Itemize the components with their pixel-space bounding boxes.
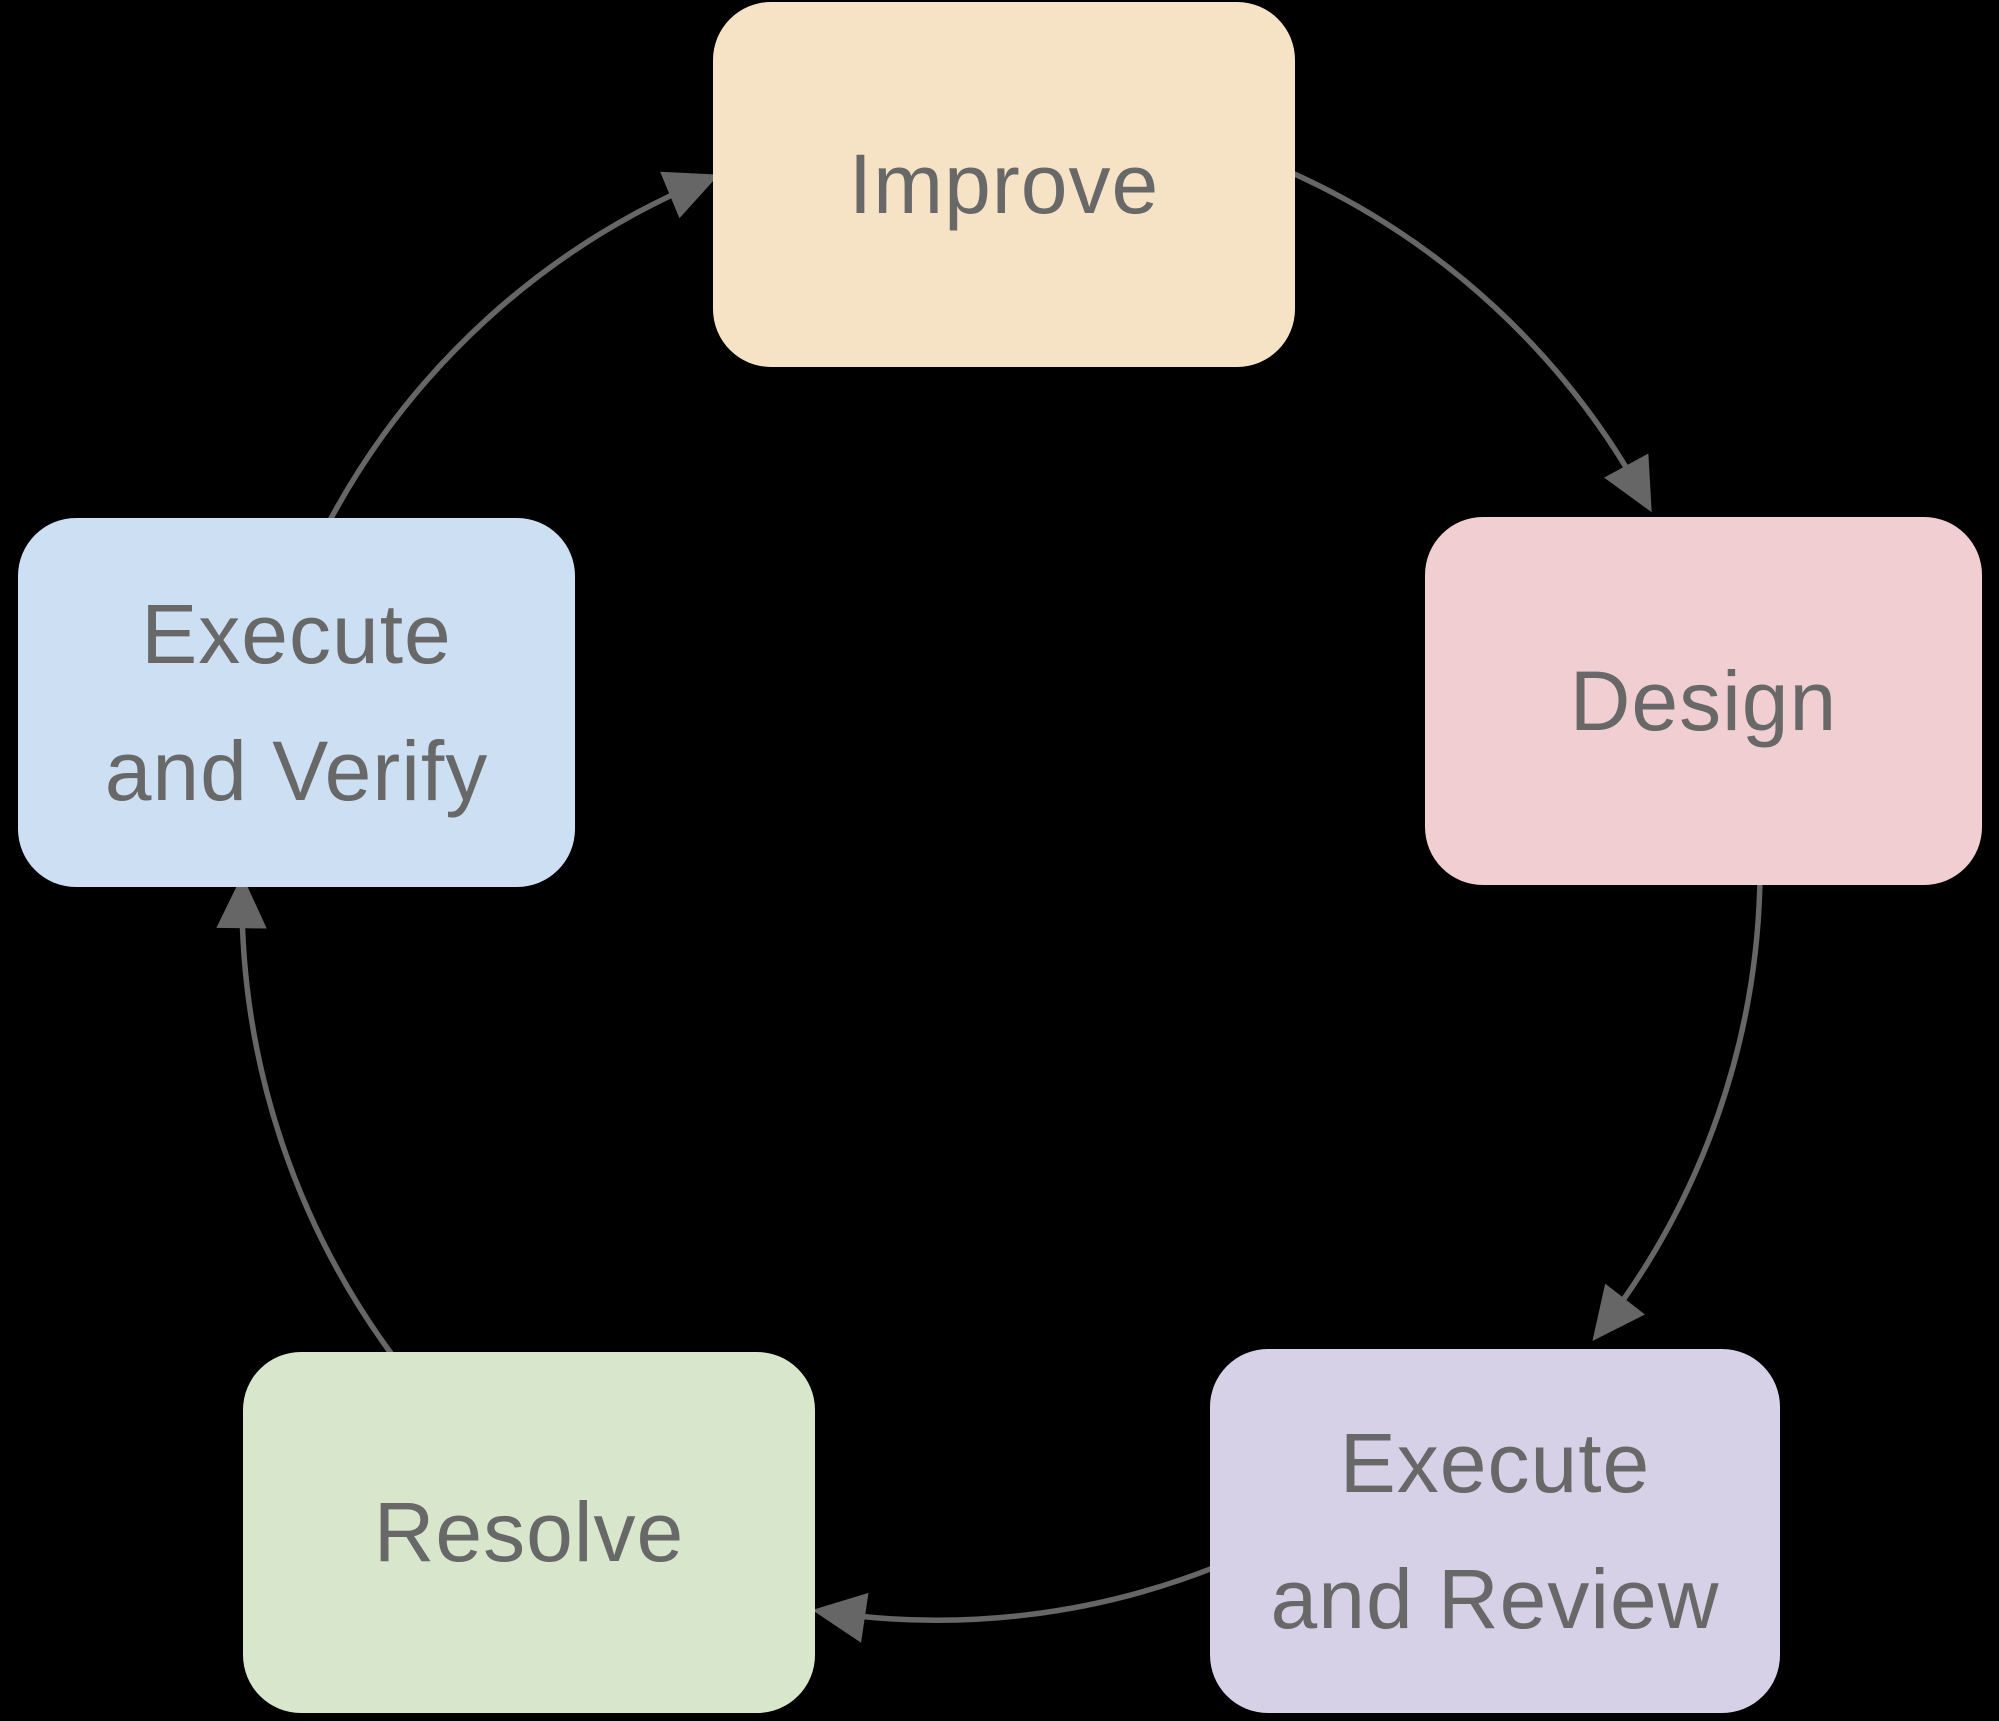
node-execute-and-verify: Execute and Verify — [18, 518, 575, 887]
node-design: Design — [1425, 517, 1982, 885]
node-execute-and-review-label: Execute and Review — [1270, 1415, 1720, 1646]
arrow-improve-to-design — [1288, 169, 1652, 513]
arrow-execute-verify-to-improve — [325, 171, 719, 526]
node-execute-and-review: Execute and Review — [1210, 1349, 1780, 1713]
arrow-execute-review-to-resolve — [812, 1563, 1220, 1643]
node-design-label: Design — [1569, 653, 1838, 748]
arrow-resolve-to-execute-verify — [216, 875, 399, 1362]
node-resolve-label: Resolve — [373, 1485, 685, 1580]
node-improve: Improve — [713, 2, 1295, 367]
node-resolve: Resolve — [243, 1352, 815, 1713]
node-execute-and-verify-label: Execute and Verify — [104, 587, 489, 818]
node-improve-label: Improve — [848, 137, 1160, 232]
arrow-design-to-execute-review — [1592, 877, 1763, 1342]
